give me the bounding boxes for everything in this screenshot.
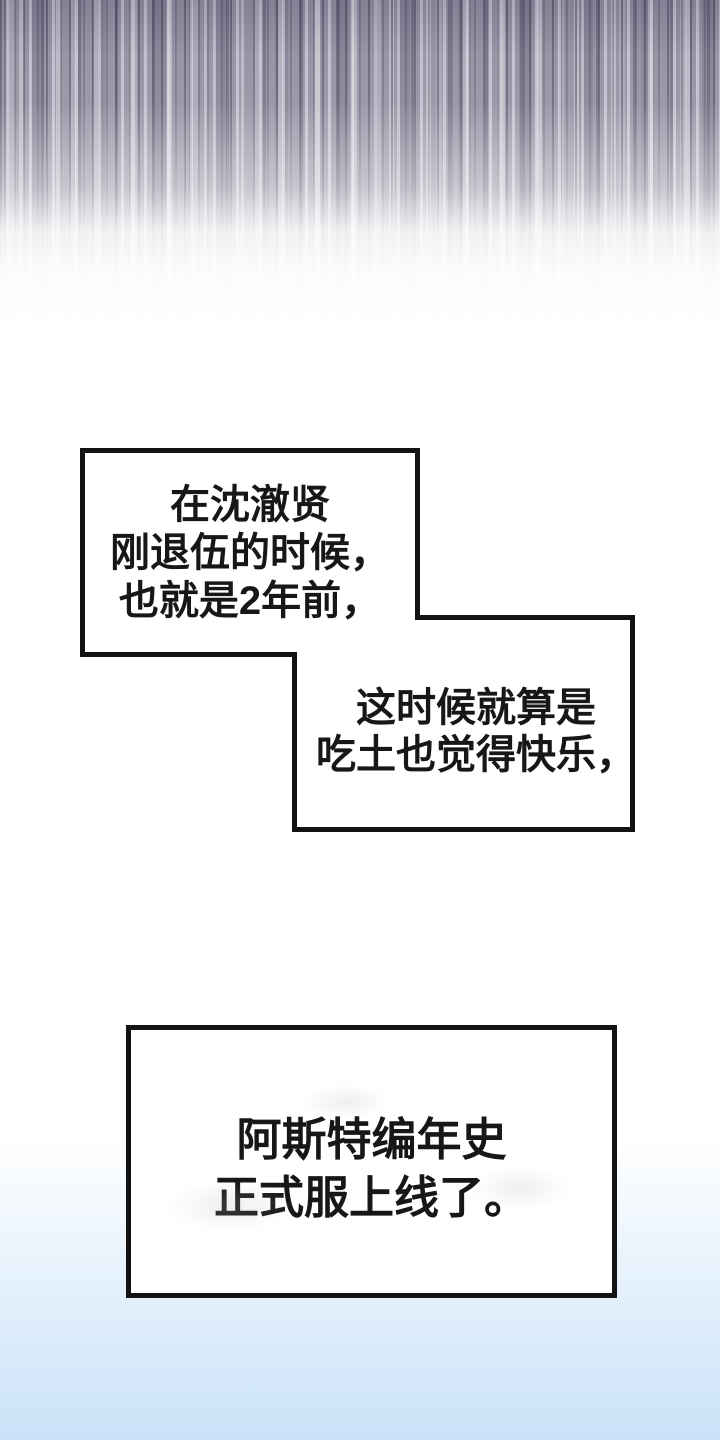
caption-3-line-2: 正式服上线了。 <box>213 1172 529 1223</box>
caption-1-line-2: 刚退伍的时候， <box>110 530 390 575</box>
caption-3-line-1: 阿斯特编年史 <box>236 1114 507 1165</box>
caption-box-1-2-outline <box>80 448 635 832</box>
caption-1-line-3: 也就是2年前， <box>118 578 382 623</box>
caption-box-1: 在沈澈贤 刚退伍的时候， 也就是2年前， <box>85 453 415 652</box>
caption-2-line-2: 吃土也觉得快乐， <box>316 732 636 777</box>
caption-box-2: 这时候就算是 吃土也觉得快乐， <box>297 620 636 827</box>
speedline-texture <box>0 0 720 340</box>
caption-box-3-outline <box>126 1025 617 1298</box>
caption-2-line-1: 这时候就算是 <box>356 685 596 730</box>
caption-box-3: 阿斯特编年史 正式服上线了。 <box>131 1030 612 1293</box>
caption-1-line-1: 在沈澈贤 <box>170 482 330 527</box>
